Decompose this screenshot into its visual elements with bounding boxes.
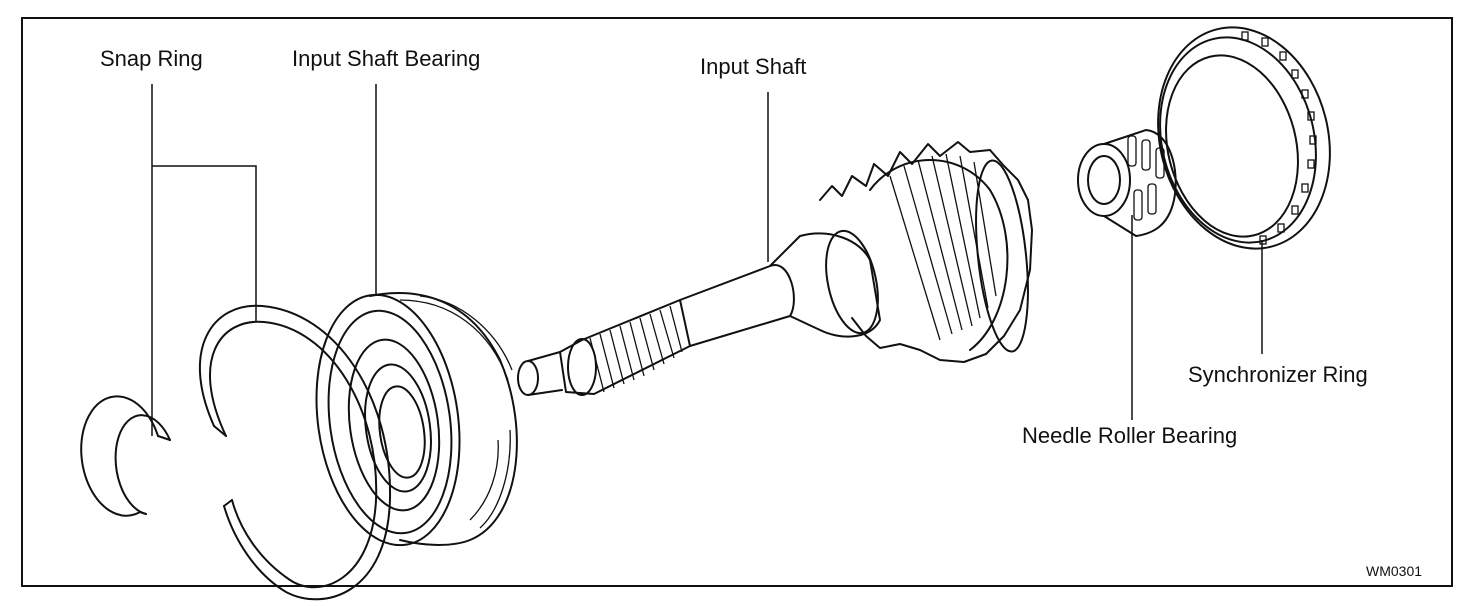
snap-ring-small <box>80 395 171 517</box>
leader-snap-ring-bracket <box>152 165 257 322</box>
synchronizer-ring <box>1157 26 1331 250</box>
figure-code: WM0301 <box>1366 563 1422 579</box>
input-shaft-bearing <box>315 292 518 547</box>
label-synchronizer-ring: Synchronizer Ring <box>1188 362 1368 387</box>
label-input-shaft-bearing: Input Shaft Bearing <box>292 46 480 71</box>
input-shaft <box>517 141 1033 396</box>
diagram-border <box>21 17 1453 587</box>
leader-lines <box>151 84 1263 436</box>
label-needle-roller-bearing: Needle Roller Bearing <box>1022 423 1237 448</box>
snap-ring-large <box>198 304 392 601</box>
label-snap-ring: Snap Ring <box>100 46 203 71</box>
label-input-shaft: Input Shaft <box>700 54 806 79</box>
